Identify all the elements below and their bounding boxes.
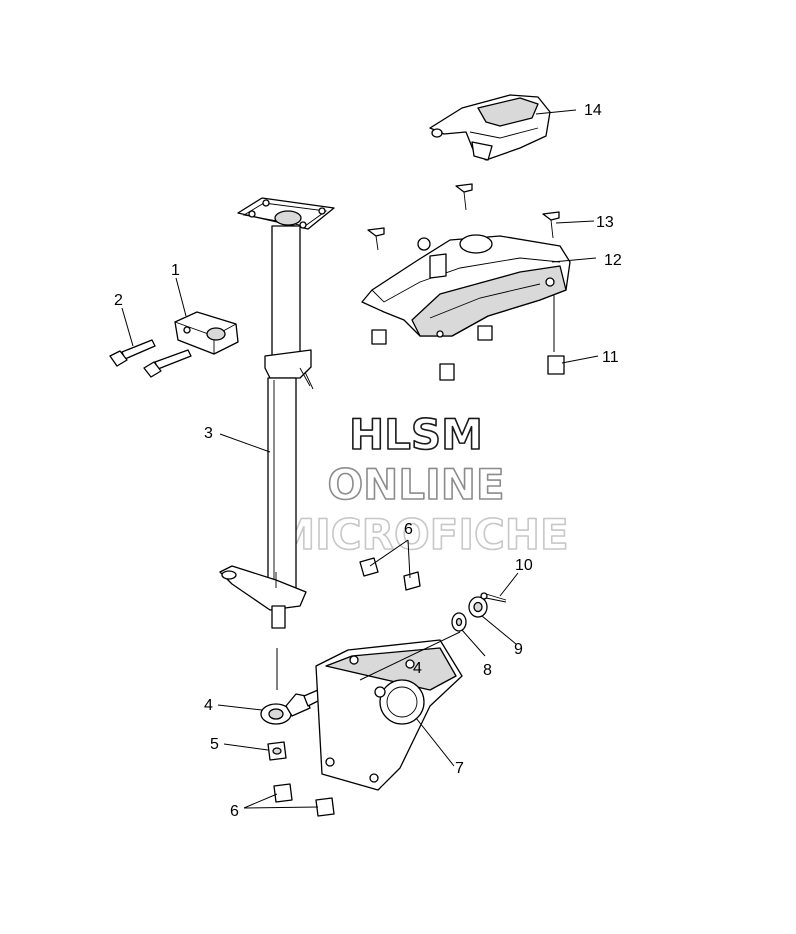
- watermark-line-3: MICROFICHE: [273, 510, 568, 559]
- handlebar-bracket: [361, 234, 571, 338]
- castle-nut: [468, 596, 488, 618]
- callout-8: 8: [483, 662, 492, 679]
- callout-3: 3: [204, 425, 213, 442]
- cotter-pin: [480, 592, 507, 603]
- clamp-block: [174, 311, 239, 355]
- callout-14: 14: [584, 102, 602, 119]
- callout-4-bracket: 4: [413, 660, 422, 677]
- lower-bracket: [315, 639, 463, 791]
- callout-11: 11: [602, 349, 619, 366]
- cover: [429, 94, 551, 161]
- callout-13: 13: [596, 214, 614, 231]
- callout-7: 7: [455, 760, 464, 777]
- leader-lines: [121, 109, 599, 809]
- watermark: HLSM ONLINE MICROFICHE: [273, 409, 570, 560]
- watermark-line-2: ONLINE: [327, 460, 504, 509]
- callout-10: 10: [515, 557, 533, 574]
- callout-5: 5: [210, 736, 219, 753]
- callouts: 1 2 3 4 4 5 6 6 7 8 9 10 11 12 13 14: [114, 102, 622, 820]
- nut-5: [267, 741, 287, 761]
- steering-column: [219, 197, 335, 629]
- callout-12: 12: [604, 252, 622, 269]
- callout-4-ball-joint: 4: [204, 697, 213, 714]
- ball-joint: [260, 689, 321, 725]
- callout-1: 1: [171, 262, 180, 279]
- bracket-screws: [367, 183, 560, 251]
- flange-nuts: [273, 557, 421, 817]
- callout-2: 2: [114, 292, 123, 309]
- callout-6-lower: 6: [230, 803, 239, 820]
- watermark-line-1: HLSM: [349, 410, 483, 459]
- bracket-nuts: [371, 325, 565, 381]
- washer: [451, 612, 467, 632]
- clamp-bolts: [109, 339, 192, 378]
- callout-9: 9: [514, 641, 523, 658]
- callout-6-upper: 6: [404, 521, 413, 538]
